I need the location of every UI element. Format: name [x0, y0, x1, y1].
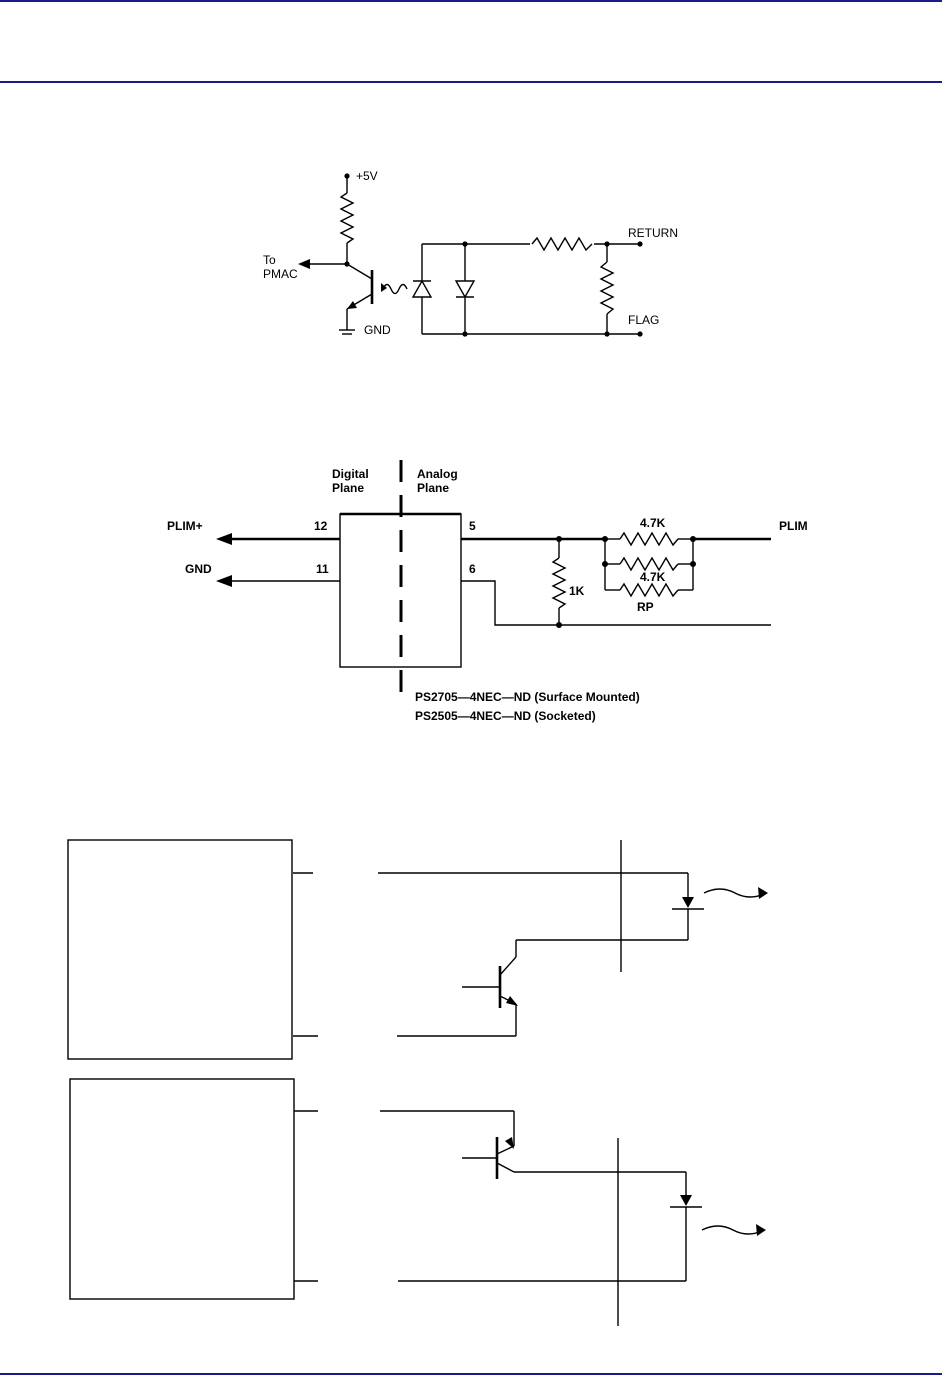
to-pmac-label-line1: To [263, 253, 276, 267]
gnd-arrow [216, 575, 232, 587]
diode-top-junction [462, 241, 468, 247]
series-resistor [531, 236, 593, 252]
r-top-value: 4.7K [640, 516, 666, 530]
plim-plus-arrow [216, 533, 232, 545]
emitter-arrow [347, 301, 357, 309]
output-circuit-lower [69, 1078, 766, 1326]
pullup-resistor [339, 192, 355, 244]
lower-transistor-emitter [496, 1145, 515, 1155]
r-1k-value: 1K [569, 584, 585, 598]
flag-input-opto-circuit: +5V To PMAC GND [263, 169, 678, 337]
flag-terminal [637, 331, 643, 337]
light-wave [382, 283, 408, 295]
lower-controller-box [69, 1078, 295, 1300]
pin-6-wire [461, 580, 771, 626]
resistor-1k [551, 557, 567, 609]
part-number-surface-mount: PS2705—4NEC—ND (Surface Mounted) [415, 690, 640, 704]
rp-mid-left-junction [602, 561, 608, 567]
pin-11-label: 11 [316, 562, 329, 576]
upper-emitter-arrow [506, 996, 518, 1006]
lower-light-arrow [756, 1224, 766, 1236]
resistor-bottom [619, 582, 679, 598]
plim-label: PLIM [779, 519, 808, 533]
vcc-label: +5V [356, 169, 378, 183]
lower-light-wave [701, 1225, 765, 1235]
shunt-resistor [599, 261, 615, 315]
phototransistor-collector [346, 263, 373, 280]
led-diode [411, 279, 433, 298]
to-pmac-label-line2: PMAC [263, 267, 298, 281]
upper-transistor-collector [499, 956, 517, 976]
header-bottom-rule [0, 81, 942, 83]
protection-diode [454, 280, 476, 299]
header-top-rule [0, 0, 942, 2]
output-circuit-upper [67, 839, 768, 1060]
resistor-middle [619, 556, 679, 572]
pin-12-label: 12 [314, 519, 328, 533]
light-arrow [381, 283, 387, 292]
flag-label: FLAG [628, 313, 659, 327]
lower-load-diode-arrow [680, 1195, 692, 1206]
analog-plane-label-line1: Analog [417, 467, 458, 481]
digital-plane-label-line2: Plane [332, 481, 364, 495]
lower-transistor-collector [496, 1162, 515, 1173]
pmac-output-arrow [298, 259, 310, 269]
footer-rule [0, 1373, 942, 1375]
diode-bottom-junction [462, 331, 468, 337]
digital-plane-label-line1: Digital [332, 467, 369, 481]
rp-label: RP [637, 600, 654, 614]
pin-5-label: 5 [469, 519, 476, 533]
gnd-label-2: GND [185, 562, 212, 576]
rp-mid-right-junction [690, 561, 696, 567]
upper-controller-box [67, 839, 293, 1060]
return-label: RETURN [628, 226, 678, 240]
return-terminal [637, 241, 643, 247]
lower-emitter-arrow [505, 1137, 514, 1149]
flag-junction [604, 331, 610, 337]
gnd-label: GND [364, 323, 391, 337]
r-mid-value: 4.7K [640, 570, 666, 584]
upper-load-diode-arrow [682, 897, 694, 908]
plim-plus-label: PLIM+ [167, 519, 203, 533]
analog-plane-label-line2: Plane [417, 481, 449, 495]
pin-6-label: 6 [469, 562, 476, 576]
resistor-4-7k-top [619, 531, 679, 547]
upper-light-arrow [758, 887, 768, 899]
plim-opto-isolator-circuit: Digital Plane Analog Plane PLIM+ 12 GND … [167, 460, 808, 723]
upper-light-wave [703, 888, 767, 898]
part-number-socketed: PS2505—4NEC—ND (Socketed) [415, 709, 596, 723]
